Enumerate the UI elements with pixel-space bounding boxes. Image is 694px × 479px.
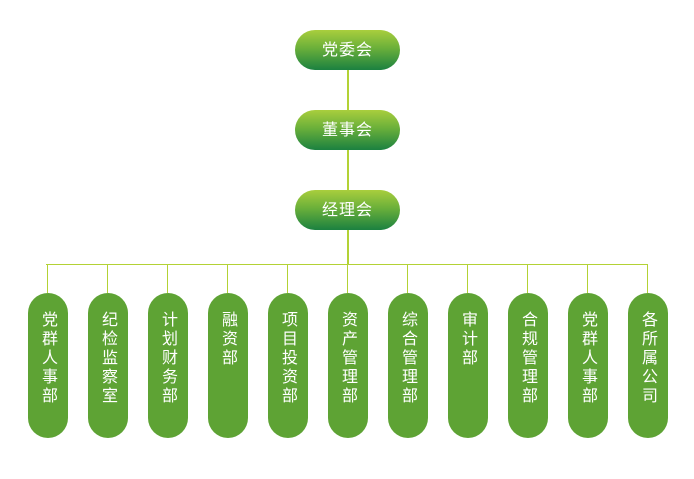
connector-top	[347, 69, 349, 110]
department-node: 党群人事部	[568, 293, 608, 438]
connector-bottom	[347, 229, 349, 264]
department-label: 各所属公司	[639, 311, 658, 406]
department-label: 审计部	[459, 311, 478, 368]
horizontal-bus	[46, 264, 647, 265]
department-node: 计划财务部	[148, 293, 188, 438]
department-connector	[587, 264, 588, 293]
department-label: 纪检监察室	[99, 311, 118, 406]
department-node: 纪检监察室	[88, 293, 128, 438]
department-connector	[227, 264, 228, 293]
department-node: 各所属公司	[628, 293, 668, 438]
department-node: 资产管理部	[328, 293, 368, 438]
department-node: 党群人事部	[28, 293, 68, 438]
department-connector	[407, 264, 408, 293]
department-connector	[167, 264, 168, 293]
department-node: 合规管理部	[508, 293, 548, 438]
department-label: 综合管理部	[399, 311, 418, 406]
connector-middle	[347, 149, 349, 190]
department-label: 资产管理部	[339, 311, 358, 406]
node-party-committee: 党委会	[295, 30, 400, 70]
department-label: 党群人事部	[39, 311, 58, 406]
department-connector	[107, 264, 108, 293]
department-node: 融资部	[208, 293, 248, 438]
department-connector	[467, 264, 468, 293]
department-connector	[347, 264, 348, 293]
department-connector	[47, 264, 48, 293]
department-connector	[287, 264, 288, 293]
department-connector	[527, 264, 528, 293]
department-node: 项目投资部	[268, 293, 308, 438]
department-node: 综合管理部	[388, 293, 428, 438]
department-label: 融资部	[219, 311, 238, 368]
department-label: 党群人事部	[579, 311, 598, 406]
department-label: 计划财务部	[159, 311, 178, 406]
node-management: 经理会	[295, 190, 400, 230]
node-board: 董事会	[295, 110, 400, 150]
department-label: 合规管理部	[519, 311, 538, 406]
department-connector	[647, 264, 648, 293]
department-label: 项目投资部	[279, 311, 298, 406]
department-node: 审计部	[448, 293, 488, 438]
